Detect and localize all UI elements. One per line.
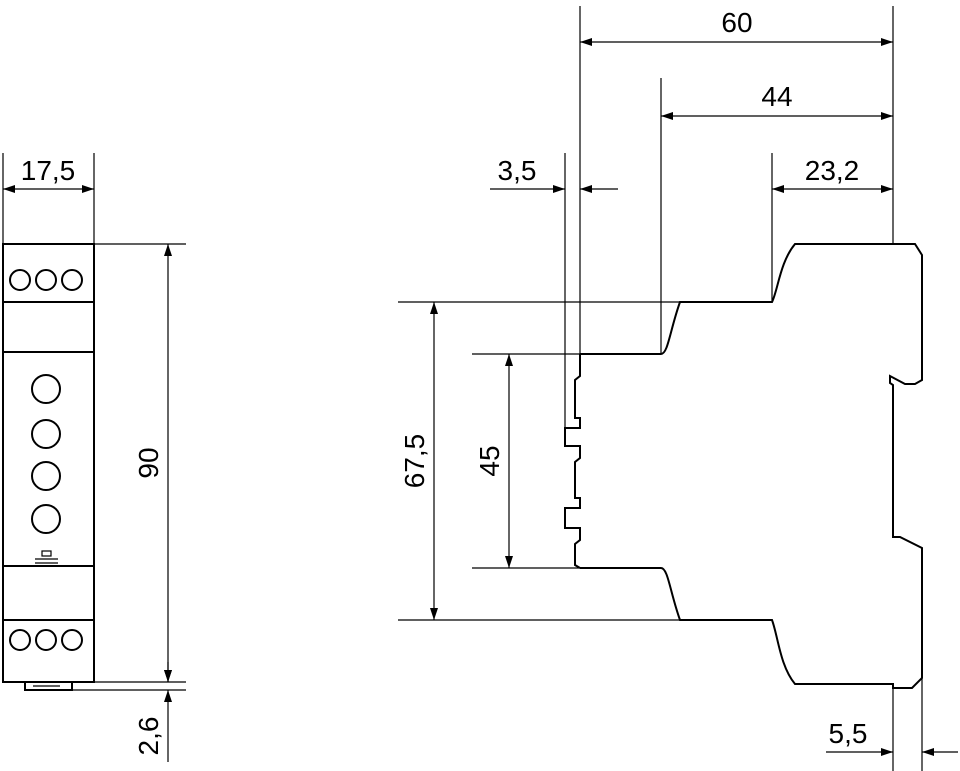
side-housing-profile [580,243,923,689]
dim-side-depth-rail: 23,2 [771,153,893,302]
dim-front-rail-offset: 2,6 [72,662,186,762]
terminal-screw-icon [35,629,57,651]
dim-side-depth-total: 60 [579,6,894,354]
dim-label-front-step: 3,5 [498,155,537,186]
side-view: 60 44 23,2 3,5 67,5 [398,6,958,771]
dim-label-height-front: 45 [474,445,505,476]
cover-clip-icon [35,550,58,564]
dim-label-depth-front: 44 [761,81,792,112]
indicator-led-icon [31,374,61,404]
front-terminal-face [564,354,581,569]
dim-label-depth-rail: 23,2 [805,155,860,186]
dim-label-height-middle: 67,5 [399,434,430,489]
terminal-screw-icon [9,629,31,651]
dim-front-width: 17,5 [2,153,95,244]
dim-label-depth-total: 60 [721,7,752,38]
front-view: 17,5 90 2,6 [2,153,186,762]
dim-side-height-middle: 67,5 [398,301,680,621]
dim-side-depth-front: 44 [660,78,893,354]
dim-side-rail-clip: 5,5 [826,678,958,771]
dim-label-rail-clip: 5,5 [829,718,868,749]
dim-label-rail-offset: 2,6 [133,717,164,756]
indicator-led-icon [31,419,61,449]
dim-label-height: 90 [133,447,164,478]
dim-side-front-step: 3,5 [490,153,618,428]
indicator-led-icon [31,504,61,534]
dim-label-width: 17,5 [21,155,76,186]
front-body-outline [2,243,95,683]
terminal-screw-icon [61,629,83,651]
dim-front-height: 90 [94,243,186,683]
terminal-screw-icon [9,269,31,291]
terminal-screw-icon [61,269,83,291]
dim-side-height-front: 45 [472,353,580,569]
indicator-led-icon [31,461,61,491]
terminal-screw-icon [35,269,57,291]
rail-latch-icon [24,682,73,691]
